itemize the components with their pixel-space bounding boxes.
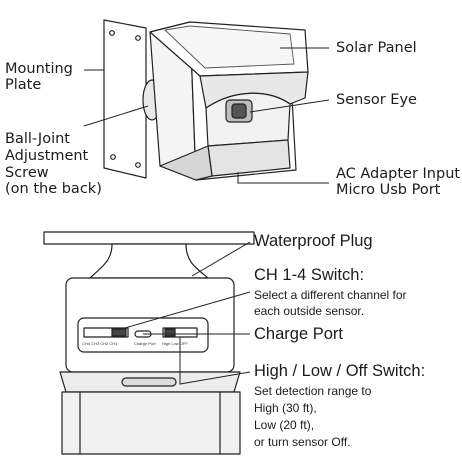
mounting-plate-label-line2: Plate — [5, 77, 42, 93]
panel-channels-text: CH4 CH3 CH2 CH1 — [82, 341, 118, 346]
ball-joint-label-line4: (on the back) — [5, 181, 102, 197]
leader-lines-bottom — [117, 241, 251, 385]
ch-switch-desc-line1: Select a different channel for — [254, 288, 407, 302]
range-switch-title: High / Low / Off Switch: — [254, 362, 426, 380]
solar-panel-cell — [164, 25, 295, 69]
leader-line — [237, 172, 329, 184]
base-shadow — [159, 145, 213, 181]
top-cap — [43, 231, 255, 245]
ch-switch — [83, 327, 129, 338]
sensor-top-view — [103, 19, 309, 181]
leader-line — [191, 241, 251, 277]
ball-joint-label-line2: Adjustment — [5, 148, 89, 164]
panel-range-text: High Low OFF — [162, 341, 188, 346]
slot — [121, 377, 177, 387]
charge-port-label: Charge Port — [254, 325, 343, 343]
solar-panel-label: Solar Panel — [336, 40, 417, 56]
range-switch-desc-line4: or turn sensor Off. — [254, 435, 351, 449]
waterproof-plug-label: Waterproof Plug — [254, 232, 373, 250]
base-block — [61, 391, 241, 455]
panel-charge-text: Charge Port — [134, 341, 156, 346]
leader-line — [179, 337, 251, 385]
sensor-bottom-view — [43, 231, 255, 455]
ball-joint-label-line3: Screw — [5, 165, 49, 181]
leader-lines-top — [83, 47, 330, 184]
ball-joint-label-line1: Ball-Joint — [5, 131, 70, 147]
ch-switch-desc-line2: each outside sensor. — [254, 304, 365, 318]
mounting-plate-label-line1: Mounting — [5, 61, 73, 77]
range-switch-knob — [164, 328, 176, 337]
range-switch-desc-line2: High (30 ft), — [254, 401, 317, 415]
leader-line — [83, 105, 149, 127]
neck — [89, 243, 209, 279]
leader-line — [249, 99, 330, 113]
screw-hole — [110, 154, 116, 160]
ac-adapter-label-line1: AC Adapter Input — [336, 166, 461, 182]
ch-switch-knob — [111, 328, 127, 337]
mounting-plate — [103, 19, 147, 179]
ac-adapter-label-line2: Micro Usb Port — [336, 182, 441, 198]
sensor-eye-label: Sensor Eye — [336, 92, 417, 108]
range-switch-desc-line1: Set detection range to — [254, 384, 372, 398]
sensor-eye-lens — [231, 103, 247, 119]
screw-hole — [135, 35, 141, 41]
leader-line — [117, 291, 251, 331]
range-switch-desc-line3: Low (20 ft), — [254, 418, 315, 432]
screw-hole — [135, 162, 141, 168]
ch-switch-title: CH 1-4 Switch: — [254, 266, 365, 284]
screw-hole — [109, 30, 115, 36]
